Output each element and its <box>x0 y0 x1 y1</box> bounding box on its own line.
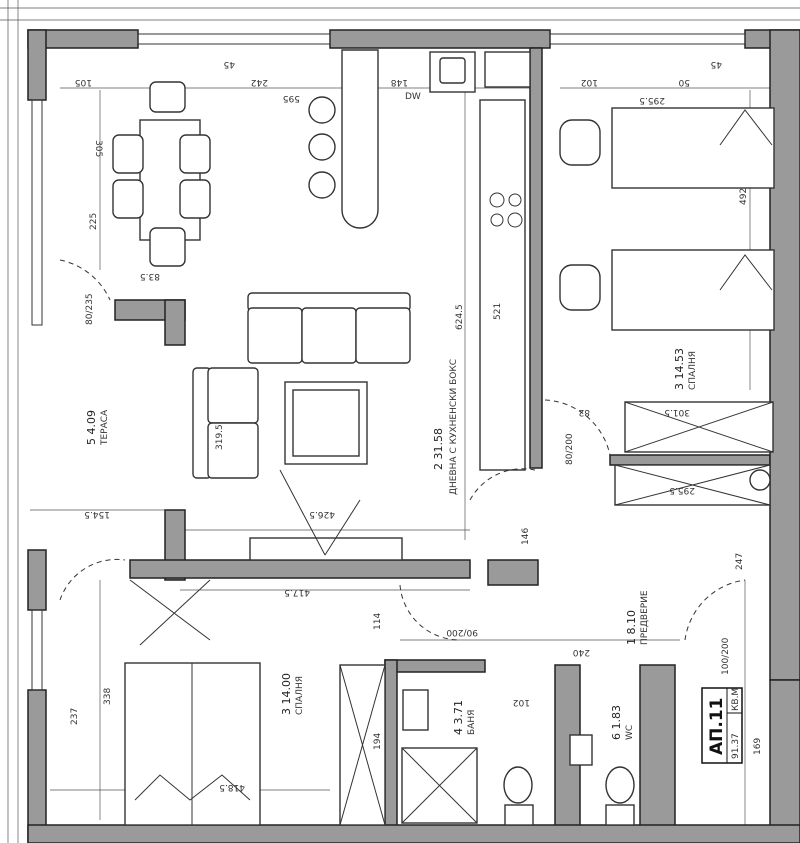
svg-text:50: 50 <box>678 77 690 87</box>
svg-text:418.5: 418.5 <box>219 782 245 792</box>
svg-text:ДНЕВНА С КУХНЕНСКИ БОКС: ДНЕВНА С КУХНЕНСКИ БОКС <box>449 359 459 495</box>
svg-text:91.37: 91.37 <box>731 733 741 759</box>
sofa <box>192 292 411 561</box>
door-swings <box>59 259 746 646</box>
kitchen-counter: DW <box>405 51 531 471</box>
room-label-bedroom-1: 3 14.53 СПАЛНЯ <box>673 348 698 390</box>
svg-text:240: 240 <box>573 647 590 657</box>
svg-text:417.5: 417.5 <box>284 587 310 597</box>
svg-text:80/200: 80/200 <box>565 433 575 465</box>
svg-text:ТЕРАСА: ТЕРАСА <box>100 409 110 446</box>
svg-text:247: 247 <box>735 553 745 570</box>
kitchen-bar <box>308 49 379 229</box>
bedroom-beds <box>559 107 775 506</box>
svg-text:624.5: 624.5 <box>455 304 465 330</box>
room-label-terrace: 5 4.09 ТЕРАСА <box>85 409 110 446</box>
svg-text:1 8.10: 1 8.10 <box>625 610 638 645</box>
svg-text:45: 45 <box>711 59 722 69</box>
dimension-labels: 105 45 242 148 595 102 50 45 295.5 305 2… <box>70 59 763 792</box>
svg-text:WC: WC <box>625 725 635 740</box>
svg-text:6 1.83: 6 1.83 <box>610 705 623 740</box>
svg-text:242: 242 <box>251 77 268 87</box>
svg-text:83.5: 83.5 <box>140 271 160 281</box>
bedroom-2-furniture <box>124 662 386 826</box>
room-label-living: 2 31.58 ДНЕВНА С КУХНЕНСКИ БОКС <box>432 359 459 495</box>
svg-text:СПАЛНЯ: СПАЛНЯ <box>295 676 305 715</box>
svg-text:АП.11: АП.11 <box>707 698 727 756</box>
svg-text:305: 305 <box>93 140 103 157</box>
svg-text:194: 194 <box>373 733 383 750</box>
svg-text:4 3.71: 4 3.71 <box>452 700 465 735</box>
svg-text:154.5: 154.5 <box>84 509 110 519</box>
svg-text:5 4.09: 5 4.09 <box>85 410 98 445</box>
svg-text:80/235: 80/235 <box>85 293 95 325</box>
svg-text:БАНЯ: БАНЯ <box>467 710 477 735</box>
svg-text:148: 148 <box>391 77 408 87</box>
svg-text:45: 45 <box>224 59 235 69</box>
svg-text:338: 338 <box>103 688 113 705</box>
room-label-bedroom-2: 3 14.00 СПАЛНЯ <box>280 673 305 715</box>
svg-text:595: 595 <box>283 93 300 103</box>
svg-text:КВ.М: КВ.М <box>731 688 741 711</box>
svg-text:100/200: 100/200 <box>721 637 731 675</box>
svg-text:3 14.00: 3 14.00 <box>280 673 293 715</box>
svg-text:102: 102 <box>513 697 530 707</box>
svg-text:ПРЕДВЕРИЕ: ПРЕДВЕРИЕ <box>640 590 650 645</box>
svg-text:301.5: 301.5 <box>664 407 690 417</box>
room-label-wc: 6 1.83 WC <box>610 705 635 740</box>
apartment-badge: АП.11 91.37 КВ.М <box>701 687 743 764</box>
room-label-hall: 1 8.10 ПРЕДВЕРИЕ <box>625 590 650 645</box>
svg-text:105: 105 <box>75 77 92 87</box>
svg-text:521: 521 <box>493 303 503 320</box>
windows <box>31 33 746 691</box>
walls <box>27 29 800 843</box>
svg-text:3 14.53: 3 14.53 <box>673 348 686 390</box>
svg-text:114: 114 <box>373 613 383 630</box>
dishwasher-label: DW <box>405 92 421 102</box>
svg-text:169: 169 <box>753 738 763 755</box>
dining-table <box>112 81 211 267</box>
svg-text:492: 492 <box>739 188 749 205</box>
svg-text:426.5: 426.5 <box>309 509 335 519</box>
svg-text:102: 102 <box>581 77 598 87</box>
svg-text:237: 237 <box>70 708 80 725</box>
svg-text:82: 82 <box>579 407 590 417</box>
svg-text:225: 225 <box>89 213 99 230</box>
svg-text:319.5: 319.5 <box>215 424 225 450</box>
bathroom-fixtures <box>401 689 635 826</box>
room-label-bath: 4 3.71 БАНЯ <box>452 700 477 735</box>
svg-text:146: 146 <box>521 528 531 545</box>
svg-text:295.5: 295.5 <box>669 485 695 495</box>
svg-text:2 31.58: 2 31.58 <box>432 428 445 470</box>
svg-text:295.5: 295.5 <box>639 95 665 105</box>
svg-text:90/200: 90/200 <box>446 627 478 637</box>
svg-text:СПАЛНЯ: СПАЛНЯ <box>688 351 698 390</box>
